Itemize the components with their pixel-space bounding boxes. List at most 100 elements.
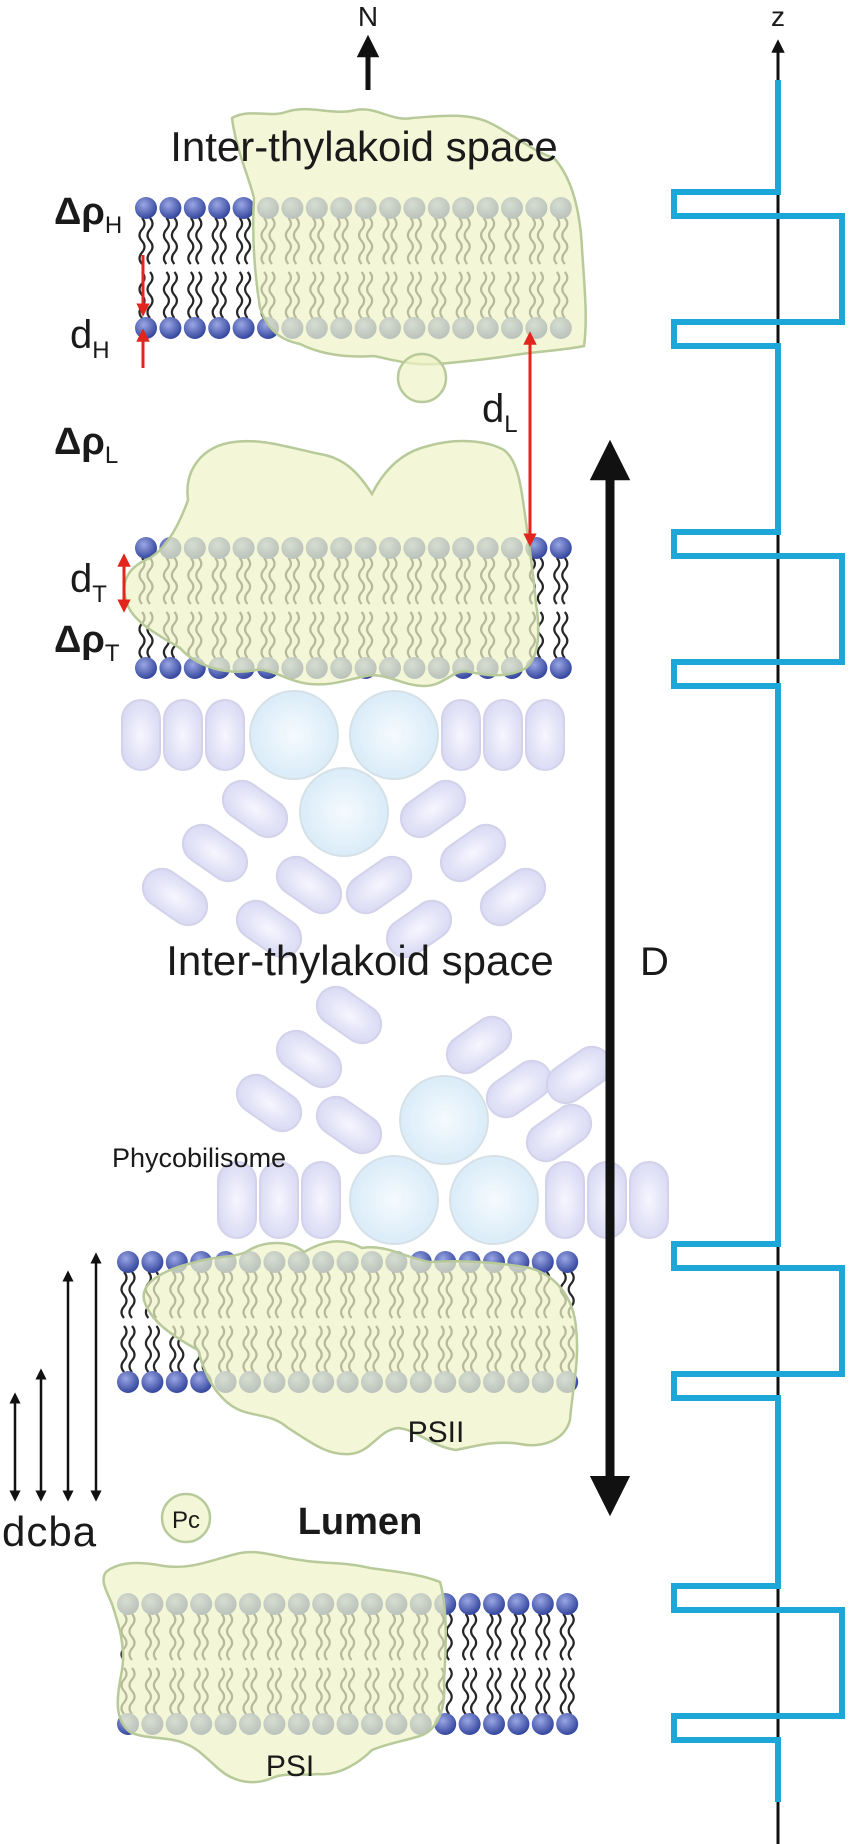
lipid-headgroup [483, 1713, 505, 1735]
lipid-tail [536, 557, 544, 605]
lipid-headgroup [458, 1713, 481, 1735]
lipid-tail [236, 271, 244, 319]
delta-rho-h-label: ΔρH [54, 191, 122, 239]
lipid-headgroup [232, 317, 255, 339]
lipid-headgroup [556, 1713, 579, 1735]
d-t-label: dT [70, 557, 107, 608]
lipid-headgroup [117, 1251, 139, 1273]
pbs-lower-rod-row [217, 1161, 669, 1239]
lipid-tail [536, 611, 544, 659]
lipid-headgroup [159, 657, 182, 679]
phycobilisome-lower [217, 985, 669, 1245]
lipid-headgroup [483, 1593, 505, 1615]
lipid-headgroup [141, 1251, 164, 1273]
lipid-tail [553, 611, 561, 659]
protein-top [230, 107, 587, 366]
lipid-tail [170, 217, 178, 265]
inter-thylakoid-mid-label: Inter-thylakoid space [166, 937, 554, 984]
protein-upper-complex [123, 439, 540, 688]
lipid-tail [510, 1667, 518, 1715]
lipid-headgroup [531, 1713, 554, 1735]
lipid-tail [470, 1613, 478, 1661]
lipid-tail [138, 217, 146, 265]
lipid-tail [152, 1325, 160, 1373]
north-label: N [358, 1, 378, 32]
lipid-tail [567, 1667, 575, 1715]
repeat-letters-label: dcba [2, 1508, 97, 1555]
lipid-headgroup [135, 197, 157, 219]
lipid-headgroup [507, 1713, 530, 1735]
protein-psii [142, 1240, 579, 1456]
lipid-tail [195, 217, 203, 265]
protein-top-small [396, 352, 448, 404]
lipid-tail [120, 1325, 128, 1373]
pbs-lower-rods-diagonal [235, 985, 613, 1163]
lipid-tail [510, 1613, 518, 1661]
lipid-tail [462, 1613, 470, 1661]
lipid-tail [535, 1667, 543, 1715]
lipid-headgroup [549, 657, 572, 679]
lipid-tail [219, 271, 227, 319]
labels: N z Inter-thylakoid space ΔρH dH dL ΔρL … [2, 1, 785, 1783]
lipid-headgroup [159, 317, 182, 339]
pc-label: Pc [172, 1507, 200, 1534]
lipid-tail [236, 217, 244, 265]
lipid-headgroup [208, 197, 231, 219]
z-axis-label: z [771, 1, 785, 32]
lipid-tail [187, 217, 195, 265]
phycobilisome-label: Phycobilisome [112, 1143, 286, 1173]
lipid-tail [211, 271, 219, 319]
lipid-headgroup [183, 317, 206, 339]
protein-psi [102, 1550, 448, 1784]
phycobilisome-upper [121, 690, 565, 959]
pbs-upper-core [249, 690, 439, 857]
lipid-tail [494, 1613, 502, 1661]
lipid-tail [567, 1613, 575, 1661]
pbs-upper-rods-diagonal [141, 779, 547, 959]
lipid-tail [561, 557, 569, 605]
lipid-tail [535, 1613, 543, 1661]
lipid-tail [244, 217, 252, 265]
lipid-tail [553, 557, 561, 605]
lipid-headgroup [232, 197, 255, 219]
lipid-headgroup [135, 317, 157, 339]
lipid-tail [128, 1271, 136, 1319]
lipid-tail [120, 1271, 128, 1319]
lipid-tail [445, 1613, 453, 1661]
profile-line [671, 80, 845, 1802]
lipid-tail [559, 1613, 567, 1661]
lipid-tail [543, 1613, 551, 1661]
lipid-headgroup [183, 197, 206, 219]
lipid-tail [146, 217, 154, 265]
lipid-tail [494, 1667, 502, 1715]
lipid-tail [486, 1667, 494, 1715]
lipid-tail [144, 1325, 152, 1373]
big-d-label: D [640, 940, 669, 984]
psii-label: PSII [408, 1416, 465, 1449]
lipid-headgroup [507, 1593, 530, 1615]
proteins [102, 107, 587, 1784]
lipid-headgroup [135, 537, 157, 559]
lipid-tail [219, 217, 227, 265]
protein-pc [160, 1492, 212, 1544]
lipid-tail [162, 217, 170, 265]
lipid-headgroup [556, 1593, 579, 1615]
d-l-label: dL [482, 387, 518, 438]
lipid-headgroup [165, 1371, 188, 1393]
lipid-tail [486, 1613, 494, 1661]
lipid-tail [128, 1325, 136, 1373]
lumen-label: Lumen [298, 1501, 423, 1543]
inter-thylakoid-top-label: Inter-thylakoid space [170, 123, 558, 170]
black-arrows [9, 34, 631, 1517]
delta-rho-l-label: ΔρL [54, 421, 118, 469]
density-profile [671, 39, 845, 1844]
lipid-tail [244, 271, 252, 319]
lipid-headgroup [135, 657, 157, 679]
lipid-headgroup [556, 1251, 579, 1273]
measure-arrows [117, 255, 537, 613]
delta-rho-t-label: ΔρT [54, 619, 120, 667]
lipid-headgroup [549, 537, 572, 559]
lipid-headgroup [531, 1251, 554, 1273]
lipid-tail [187, 271, 195, 319]
